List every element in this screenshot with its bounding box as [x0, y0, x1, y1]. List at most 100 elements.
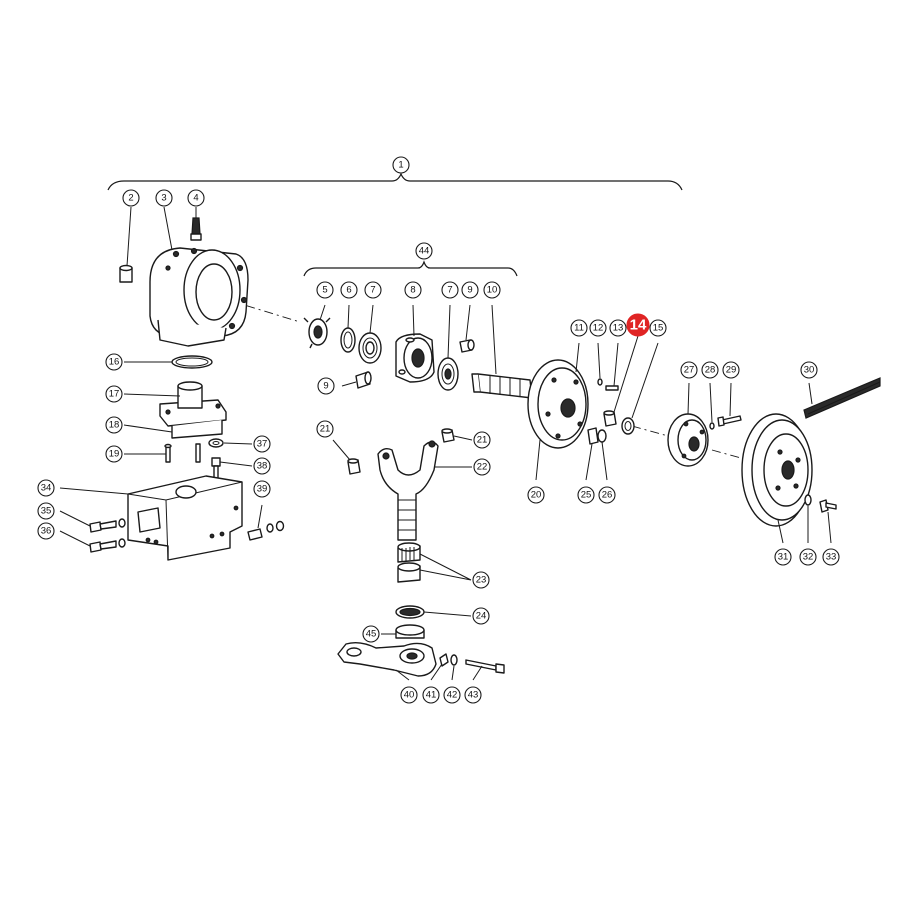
callout-32: 32 — [799, 548, 817, 566]
callout-35: 35 — [37, 502, 55, 520]
callout-4: 4 — [187, 189, 205, 207]
bush-14 — [603, 410, 617, 427]
leader-lines — [59, 206, 832, 681]
callout-19: 19 — [105, 445, 123, 463]
svg-text:28: 28 — [705, 365, 716, 376]
svg-text:42: 42 — [447, 690, 458, 701]
assembly-bracket-1 — [107, 172, 683, 191]
svg-text:17: 17 — [109, 389, 120, 400]
callout-10: 10 — [483, 281, 501, 299]
seal-24 — [395, 605, 425, 619]
svg-text:36: 36 — [41, 526, 52, 537]
plug-9-upper — [459, 339, 475, 353]
svg-text:43: 43 — [468, 690, 479, 701]
callout-25: 25 — [577, 486, 595, 504]
yoke-shaft-22 — [377, 440, 439, 541]
callout-9-lower: 9 — [317, 377, 335, 395]
callout-31: 31 — [774, 548, 792, 566]
svg-text:23: 23 — [476, 575, 487, 586]
svg-text:24: 24 — [476, 611, 487, 622]
assembly-bracket-44 — [303, 260, 518, 277]
svg-text:20: 20 — [531, 490, 542, 501]
callout-9-upper: 9 — [461, 281, 479, 299]
callout-29: 29 — [722, 361, 740, 379]
washers-35-36 — [118, 518, 126, 548]
screw-13 — [605, 385, 619, 391]
svg-text:25: 25 — [581, 490, 592, 501]
svg-text:27: 27 — [684, 365, 695, 376]
callout-39: 39 — [253, 480, 271, 498]
bolt-29 — [717, 415, 742, 427]
svg-text:8: 8 — [410, 285, 415, 296]
svg-text:4: 4 — [193, 193, 198, 204]
callout-23: 23 — [472, 571, 490, 589]
seal-6 — [340, 327, 356, 353]
svg-text:2: 2 — [128, 193, 133, 204]
washer-37 — [208, 438, 224, 448]
callout-45: 45 — [362, 625, 380, 643]
plug-9-lower — [355, 371, 372, 389]
callout-15: 15 — [649, 319, 667, 337]
callout-6: 6 — [340, 281, 358, 299]
svg-text:13: 13 — [613, 323, 624, 334]
callout-42: 42 — [443, 686, 461, 704]
stud-18 — [195, 443, 201, 463]
mounting-frame-34 — [127, 475, 243, 561]
callout-2: 2 — [122, 189, 140, 207]
svg-text:11: 11 — [574, 323, 584, 334]
callout-21-left: 21 — [316, 420, 334, 438]
hub-27 — [667, 413, 709, 467]
svg-text:9: 9 — [323, 381, 328, 392]
callout-8: 8 — [404, 281, 422, 299]
svg-text:3: 3 — [161, 193, 166, 204]
bolt-43 — [465, 659, 505, 674]
svg-text:6: 6 — [346, 285, 351, 296]
svg-text:33: 33 — [826, 552, 837, 563]
callout-7-left: 7 — [364, 281, 382, 299]
svg-text:9: 9 — [467, 285, 472, 296]
svg-text:31: 31 — [778, 552, 789, 563]
bolt-33 — [819, 499, 837, 513]
grease-nipple-4 — [190, 217, 202, 241]
callout-14-highlighted: 14 — [626, 313, 650, 337]
svg-text:5: 5 — [322, 285, 327, 296]
svg-text:32: 32 — [803, 552, 814, 563]
svg-text:26: 26 — [602, 490, 613, 501]
callout-22: 22 — [473, 458, 491, 476]
pivot-bracket-17 — [159, 381, 227, 439]
nut-41 — [439, 653, 449, 667]
bushing-2 — [119, 264, 133, 283]
callout-7-right: 7 — [441, 281, 459, 299]
callout-41: 41 — [422, 686, 440, 704]
callout-16: 16 — [105, 353, 123, 371]
svg-text:44: 44 — [419, 246, 430, 257]
svg-text:41: 41 — [426, 690, 437, 701]
callout-38: 38 — [253, 457, 271, 475]
svg-text:12: 12 — [593, 323, 604, 334]
bearing-7-right — [437, 357, 459, 391]
bearing-housing-8 — [395, 333, 435, 383]
pulley-31 — [741, 413, 813, 527]
callout-40: 40 — [400, 686, 418, 704]
gearbox-housing — [149, 247, 249, 347]
bolt-19 — [164, 443, 172, 463]
svg-text:35: 35 — [41, 506, 52, 517]
callout-24: 24 — [472, 607, 490, 625]
callout-12: 12 — [589, 319, 607, 337]
callout-26: 26 — [598, 486, 616, 504]
bearing-7-left — [358, 332, 382, 364]
flange-plate-20 — [527, 359, 589, 449]
lever-arm-40 — [337, 641, 437, 677]
washer-32 — [804, 494, 812, 506]
bush-21-left — [347, 458, 361, 475]
washer-42 — [450, 654, 458, 666]
needle-bearings-23 — [397, 542, 421, 583]
washer-26 — [597, 429, 607, 443]
axis-shaft-pulley — [631, 425, 749, 461]
svg-text:29: 29 — [726, 365, 737, 376]
svg-text:21: 21 — [477, 435, 488, 446]
washer-28 — [709, 422, 715, 430]
svg-text:14: 14 — [630, 317, 647, 334]
svg-text:7: 7 — [447, 285, 452, 296]
